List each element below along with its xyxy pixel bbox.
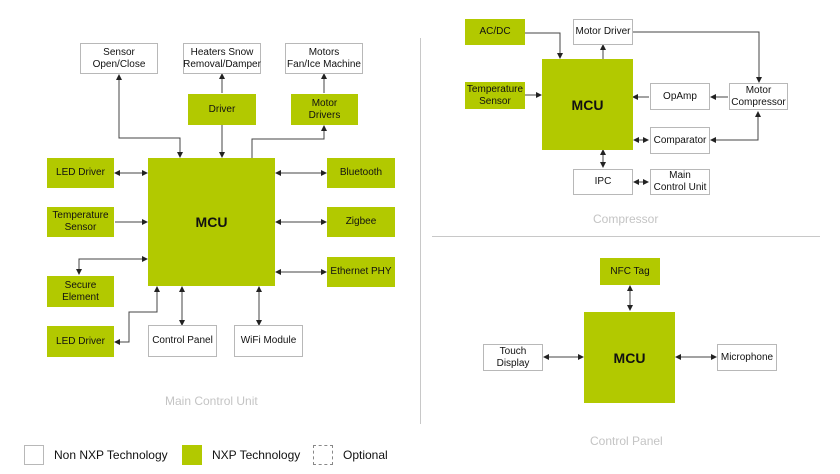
driver-box: Driver: [188, 94, 256, 125]
legend-optional: Optional: [313, 445, 388, 465]
wire-comparator-compressor: [710, 111, 761, 143]
wire-motordriver-compressor: [633, 31, 762, 83]
wifi-module-box: WiFi Module: [234, 325, 303, 357]
zigbee-box: Zigbee: [327, 207, 395, 237]
compressor-temperature-sensor-box: Temperature Sensor: [465, 82, 525, 109]
ac-dc-box: AC/DC: [465, 19, 525, 45]
comparator-box: Comparator: [650, 127, 710, 154]
nxp-swatch: [182, 445, 202, 465]
legend-nxp: NXP Technology: [182, 445, 300, 465]
compressor-caption: Compressor: [593, 212, 659, 226]
main-mcu-box: MCU: [148, 158, 275, 286]
optional-swatch: [313, 445, 333, 465]
microphone-box: Microphone: [717, 344, 777, 371]
secure-element-box: Secure Element: [47, 276, 114, 307]
non-nxp-swatch: [24, 445, 44, 465]
opamp-box: OpAmp: [650, 83, 710, 110]
compressor-main-control-unit-box: Main Control Unit: [650, 169, 710, 195]
nfc-tag-box: NFC Tag: [600, 258, 660, 285]
motor-driver-box: Motor Driver: [573, 19, 633, 45]
legend-non-nxp: Non NXP Technology: [24, 445, 168, 465]
ethernet-phy-box: Ethernet PHY: [327, 257, 395, 287]
wire-acdc-mcu: [525, 32, 563, 59]
legend-non-nxp-label: Non NXP Technology: [54, 448, 168, 462]
control-panel-caption: Control Panel: [590, 434, 663, 448]
motors-box: Motors Fan/Ice Machine: [285, 43, 363, 74]
wire-leddriver2-mcu: [114, 286, 160, 345]
bluetooth-box: Bluetooth: [327, 158, 395, 188]
heaters-box: Heaters Snow Removal/Damper: [183, 43, 261, 74]
led-driver-box-2: LED Driver: [47, 326, 114, 357]
legend-nxp-label: NXP Technology: [212, 448, 301, 462]
legend-optional-label: Optional: [343, 448, 388, 462]
control-panel-box: Control Panel: [148, 325, 217, 357]
wire-mcu-motordrivers: [251, 125, 327, 158]
control-panel-mcu-box: MCU: [584, 312, 675, 403]
touch-display-box: Touch Display: [483, 344, 543, 371]
vertical-divider: [420, 38, 421, 424]
wire-sensor-mcu: [116, 74, 183, 158]
compressor-mcu-box: MCU: [542, 59, 633, 150]
horizontal-divider: [432, 236, 820, 237]
motor-drivers-box: Motor Drivers: [291, 94, 358, 125]
temperature-sensor-box: Temperature Sensor: [47, 207, 114, 237]
ipc-box: IPC: [573, 169, 633, 195]
sensor-open-close-box: Sensor Open/Close: [80, 43, 158, 74]
motor-compressor-box: Motor Compressor: [729, 83, 788, 110]
led-driver-box-1: LED Driver: [47, 158, 114, 188]
main-control-unit-caption: Main Control Unit: [165, 394, 258, 408]
wire-secure-mcu: [76, 256, 148, 275]
